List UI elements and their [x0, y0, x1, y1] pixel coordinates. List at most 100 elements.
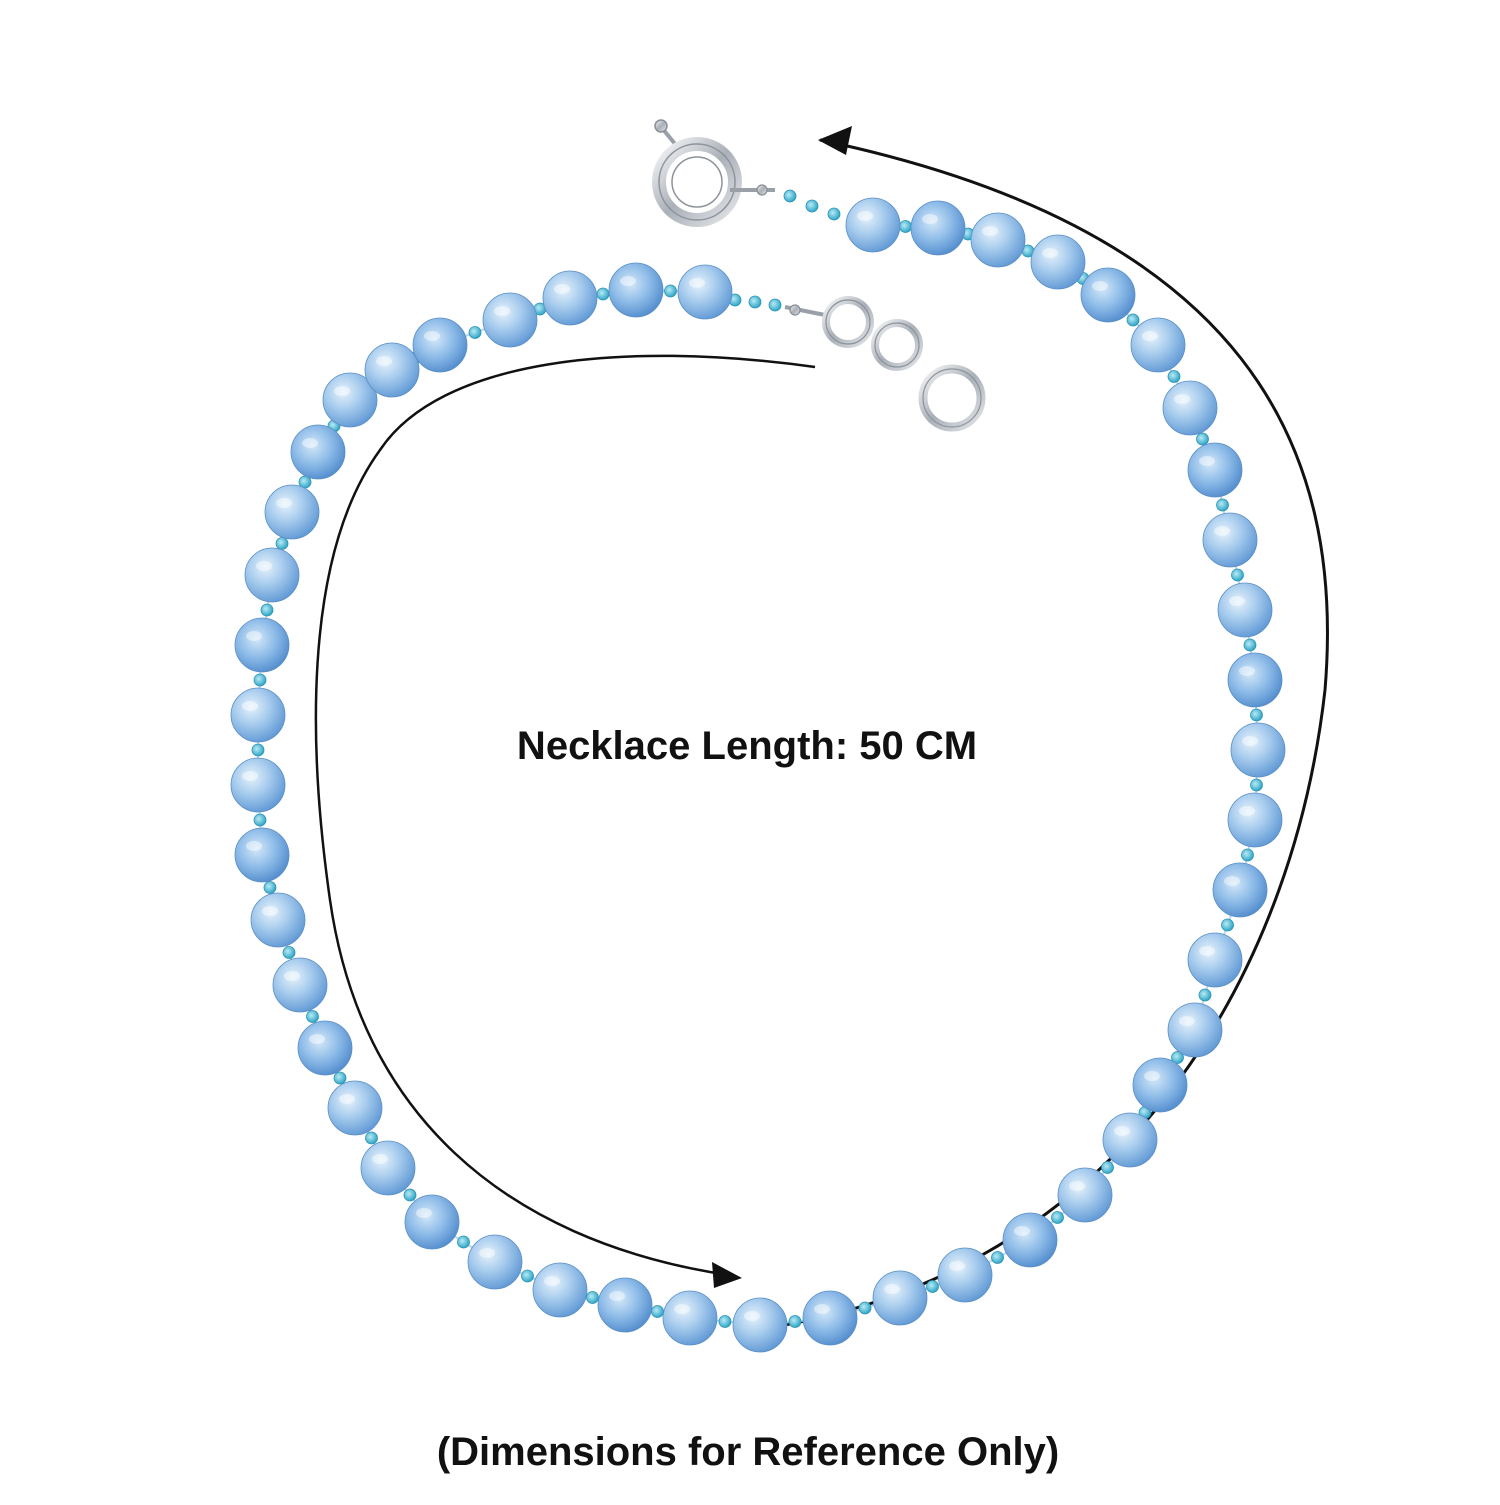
aquamarine-bead	[1202, 512, 1258, 568]
bead-highlight	[246, 841, 262, 851]
spacer-bead	[748, 295, 762, 309]
spacer-bead	[1241, 848, 1254, 862]
bead-highlight	[1144, 1071, 1160, 1081]
spacer-bead	[1198, 988, 1212, 1002]
bead-highlight	[1142, 331, 1158, 341]
bead-highlight	[376, 356, 392, 366]
bead-highlight	[949, 1261, 965, 1271]
aquamarine-bead	[1187, 442, 1243, 498]
spacer-bead	[457, 1235, 470, 1249]
aquamarine-bead	[412, 317, 468, 373]
aquamarine-bead	[1057, 1167, 1113, 1223]
aquamarine-bead	[467, 1234, 523, 1290]
aquamarine-bead	[802, 1290, 858, 1346]
bead-highlight	[1239, 666, 1255, 676]
bead-highlight	[1229, 596, 1245, 606]
bead-highlight	[1092, 281, 1108, 291]
aquamarine-bead	[230, 757, 286, 813]
bead-highlight	[256, 561, 272, 571]
bead-highlight	[620, 276, 636, 286]
dimensions-disclaimer: (Dimensions for Reference Only)	[436, 1430, 1060, 1474]
bead-highlight	[609, 1291, 625, 1301]
aquamarine-bead	[1217, 582, 1273, 638]
aquamarine-bead	[872, 1270, 928, 1326]
bead-highlight	[884, 1284, 900, 1294]
bead-highlight	[309, 1034, 325, 1044]
spacer-bead	[263, 881, 277, 894]
spacer-bead	[991, 1251, 1004, 1264]
aquamarine-bead	[1227, 652, 1283, 708]
bead-highlight	[262, 906, 278, 916]
bead-highlight	[424, 331, 440, 341]
bead-highlight	[674, 1304, 690, 1314]
spacer-bead	[1231, 568, 1244, 582]
aquamarine-bead	[937, 1247, 993, 1303]
bead-highlight	[242, 701, 258, 711]
bead-highlight	[982, 226, 998, 236]
spacer-bead	[275, 537, 289, 550]
aquamarine-bead	[845, 197, 901, 253]
aquamarine-bead	[230, 687, 286, 743]
spacer-bead	[306, 1010, 319, 1023]
spacer-bead	[253, 813, 267, 827]
spacer-bead	[403, 1188, 417, 1202]
spacer-bead	[282, 946, 296, 959]
aquamarine-bead	[1130, 317, 1186, 373]
bead-highlight	[334, 386, 350, 396]
bead-highlight	[554, 284, 570, 294]
spacer-bead	[365, 1131, 378, 1145]
bead-highlight	[1239, 806, 1255, 816]
aquamarine-bead	[1132, 1057, 1188, 1113]
bead-highlight	[814, 1304, 830, 1314]
spacer-bead	[651, 1305, 664, 1318]
spacer-bead	[1167, 370, 1181, 383]
aquamarine-bead	[970, 212, 1026, 268]
spacer-bead	[1051, 1211, 1064, 1224]
aquamarine-bead	[1080, 267, 1136, 323]
spacer-bead	[805, 199, 819, 213]
spacer-bead	[1243, 638, 1257, 652]
bead-highlight	[372, 1154, 388, 1164]
aquamarine-bead	[272, 957, 328, 1013]
bead-highlight	[494, 306, 510, 316]
bead-highlight	[857, 211, 873, 221]
aquamarine-bead	[732, 1297, 788, 1353]
aquamarine-bead	[234, 617, 290, 673]
spacer-bead	[468, 326, 482, 339]
spring-ring-clasp-icon	[652, 119, 775, 227]
aquamarine-bead	[1167, 1002, 1223, 1058]
bead-highlight	[1214, 526, 1230, 536]
aquamarine-bead	[1002, 1212, 1058, 1268]
spacer-bead	[899, 220, 912, 233]
outer-arrowhead-icon	[818, 126, 852, 155]
aquamarine-bead	[532, 1262, 588, 1318]
aquamarine-bead	[910, 200, 966, 256]
spacer-bead	[1126, 313, 1140, 327]
aquamarine-bead	[404, 1194, 460, 1250]
spacer-bead	[783, 189, 797, 203]
aquamarine-bead	[264, 484, 320, 540]
aquamarine-bead	[597, 1277, 653, 1333]
spacer-bead	[1250, 778, 1263, 792]
aquamarine-bead	[322, 372, 378, 428]
aquamarine-bead	[360, 1140, 416, 1196]
spacer-bead	[596, 287, 610, 301]
bead-highlight	[922, 214, 938, 224]
spacer-bead	[768, 298, 782, 312]
spacer-bead	[521, 1269, 534, 1283]
spacer-bead	[1250, 708, 1263, 722]
bead-highlight	[1199, 456, 1215, 466]
bead-highlight	[1179, 1016, 1195, 1026]
spacer-bead	[586, 1291, 599, 1304]
bead-highlight	[416, 1208, 432, 1218]
bead-highlight	[1014, 1226, 1030, 1236]
spacer-bead	[926, 1280, 939, 1293]
bead-highlight	[744, 1311, 760, 1321]
necklace-length-label: Necklace Length: 50 CM	[516, 724, 978, 768]
spacer-bead	[1171, 1051, 1184, 1064]
aquamarine-bead	[677, 264, 733, 320]
bead-highlight	[246, 631, 262, 641]
spacer-bead	[260, 603, 274, 617]
